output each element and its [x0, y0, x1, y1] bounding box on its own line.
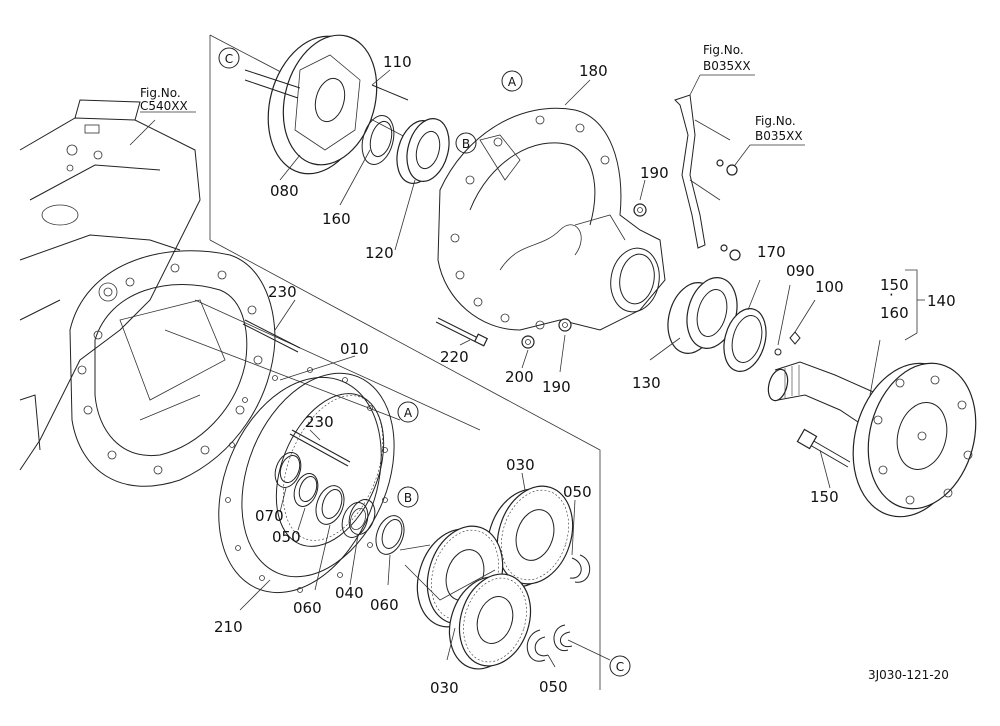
- leader-lines: [129, 69, 925, 668]
- axle-case-180: [437, 107, 666, 331]
- label-050-left: 050: [272, 528, 301, 546]
- snap-ring-050-lower-b: [553, 624, 573, 651]
- ref-marker-b-top: B: [455, 132, 477, 154]
- planet-gear-030-top: [486, 485, 574, 588]
- planet-gear-030-bottom: [448, 573, 532, 670]
- label-140: 140: [927, 292, 956, 310]
- label-190-upper: 190: [640, 164, 669, 182]
- svg-text:Fig.No.: Fig.No.: [140, 86, 181, 100]
- snap-ring-050-lower-a: [526, 629, 549, 662]
- label-160-upper: 160: [322, 210, 351, 228]
- label-230-upper: 230: [268, 283, 297, 301]
- label-120: 120: [365, 244, 394, 262]
- ring-gear-210: [218, 367, 395, 594]
- label-010: 010: [340, 340, 369, 358]
- label-170: 170: [757, 243, 786, 261]
- svg-text:Fig.No.: Fig.No.: [755, 114, 796, 128]
- nut-190-upper: [633, 203, 647, 217]
- o-ring-090: [774, 348, 782, 356]
- svg-text:B035XX: B035XX: [755, 129, 803, 143]
- label-160-lower: 160: [880, 304, 909, 322]
- part-labels: 110 080 160 120 180 190 190 200 220 130 …: [214, 53, 956, 697]
- label-130: 130: [632, 374, 661, 392]
- label-030-bottom: 030: [430, 679, 459, 697]
- label-050-right: 050: [563, 483, 592, 501]
- label-150-lower: 150: [810, 488, 839, 506]
- label-070: 070: [255, 507, 284, 525]
- svg-text:B: B: [462, 137, 470, 151]
- ref-marker-a-top: A: [501, 70, 523, 92]
- label-060-right: 060: [370, 596, 399, 614]
- svg-text:A: A: [404, 406, 413, 420]
- label-230-lower: 230: [305, 413, 334, 431]
- label-040: 040: [335, 584, 364, 602]
- svg-text:C540XX: C540XX: [140, 99, 188, 113]
- ref-marker-c-top: C: [218, 47, 240, 69]
- svg-text:C: C: [616, 660, 624, 674]
- label-110: 110: [383, 53, 412, 71]
- label-030-top: 030: [506, 456, 535, 474]
- label-180: 180: [579, 62, 608, 80]
- seal-160: [361, 115, 395, 165]
- axle-shaft-140: [767, 361, 977, 518]
- label-200: 200: [505, 368, 534, 386]
- svg-text:A: A: [508, 75, 517, 89]
- label-190-lower: 190: [542, 378, 571, 396]
- bracket-dot: ·: [889, 286, 894, 304]
- ref-marker-b-bottom: B: [397, 486, 419, 508]
- stud-bolt-230-lower: [289, 429, 351, 467]
- nut-190-lower: [558, 318, 572, 332]
- bracket: [674, 94, 741, 261]
- assembly-frame-lines: [164, 34, 601, 690]
- label-100: 100: [815, 278, 844, 296]
- stud-bolt-230-upper: [242, 319, 301, 353]
- label-080: 080: [270, 182, 299, 200]
- svg-text:C: C: [225, 52, 233, 66]
- label-210: 210: [214, 618, 243, 636]
- bearing-120: [396, 118, 450, 184]
- transmission-case: [19, 99, 201, 471]
- hub-bolt-150: [796, 428, 851, 468]
- thrust-washer-060-left: [315, 485, 345, 525]
- svg-text:B: B: [404, 491, 412, 505]
- key-100: [789, 331, 801, 345]
- label-060-left: 060: [293, 599, 322, 617]
- snap-ring-050-left: [293, 473, 319, 507]
- snap-ring-070: [274, 452, 302, 488]
- label-150-upper: 150: [880, 276, 909, 294]
- label-090: 090: [786, 262, 815, 280]
- ref-marker-a-bottom: A: [397, 401, 419, 423]
- bearing-130: [667, 277, 738, 354]
- bolt-220: [435, 317, 489, 347]
- nut-200: [521, 335, 535, 349]
- drawing-code: 3J030-121-20: [868, 668, 949, 682]
- svg-text:B035XX: B035XX: [703, 59, 751, 73]
- ref-marker-c-bottom: C: [609, 655, 631, 677]
- label-220: 220: [440, 348, 469, 366]
- fig-ref-b035-lower: Fig.No. B035XX: [755, 114, 803, 143]
- fig-ref-b035-upper: Fig.No. B035XX: [703, 43, 751, 73]
- planet-carrier-080: [244, 34, 378, 175]
- pin-110: [371, 84, 409, 101]
- oil-seal-170: [723, 308, 767, 372]
- needle-bearing-040: [341, 499, 376, 538]
- thrust-washer-060-right: [375, 515, 405, 555]
- planet-axis-lines: [399, 544, 496, 601]
- snap-ring-050-upper-right: [569, 554, 590, 583]
- svg-text:Fig.No.: Fig.No.: [703, 43, 744, 57]
- label-050-bottom: 050: [539, 678, 568, 696]
- fig-ref-c540: Fig.No. C540XX: [140, 86, 188, 113]
